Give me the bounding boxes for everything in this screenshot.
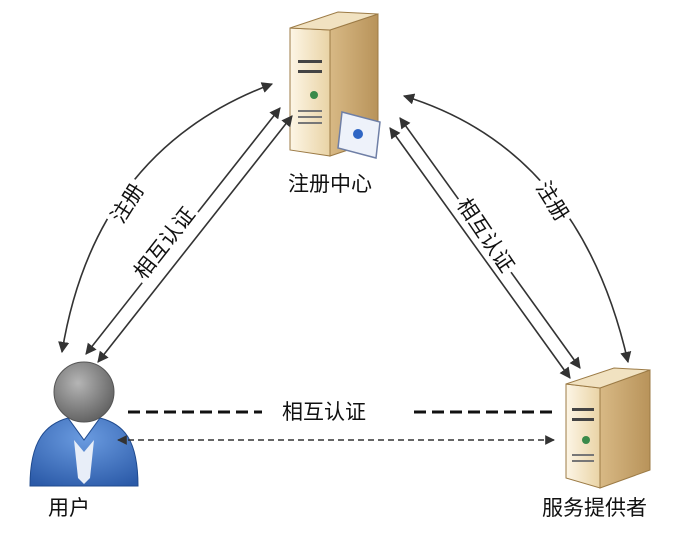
provider-server-icon xyxy=(565,367,651,489)
user-provider-auth-label: 相互认证 xyxy=(282,400,366,424)
provider-label: 服务提供者 xyxy=(542,496,647,520)
user-register-arrow xyxy=(58,82,274,354)
certificate-icon xyxy=(337,111,381,159)
user-auth-arrow-2 xyxy=(97,115,293,363)
registry-label: 注册中心 xyxy=(288,172,372,196)
provider-auth-arrow-2 xyxy=(389,127,571,379)
user-avatar-icon xyxy=(29,361,139,487)
provider-register-arrow xyxy=(402,93,632,364)
user-label: 用户 xyxy=(48,496,90,520)
